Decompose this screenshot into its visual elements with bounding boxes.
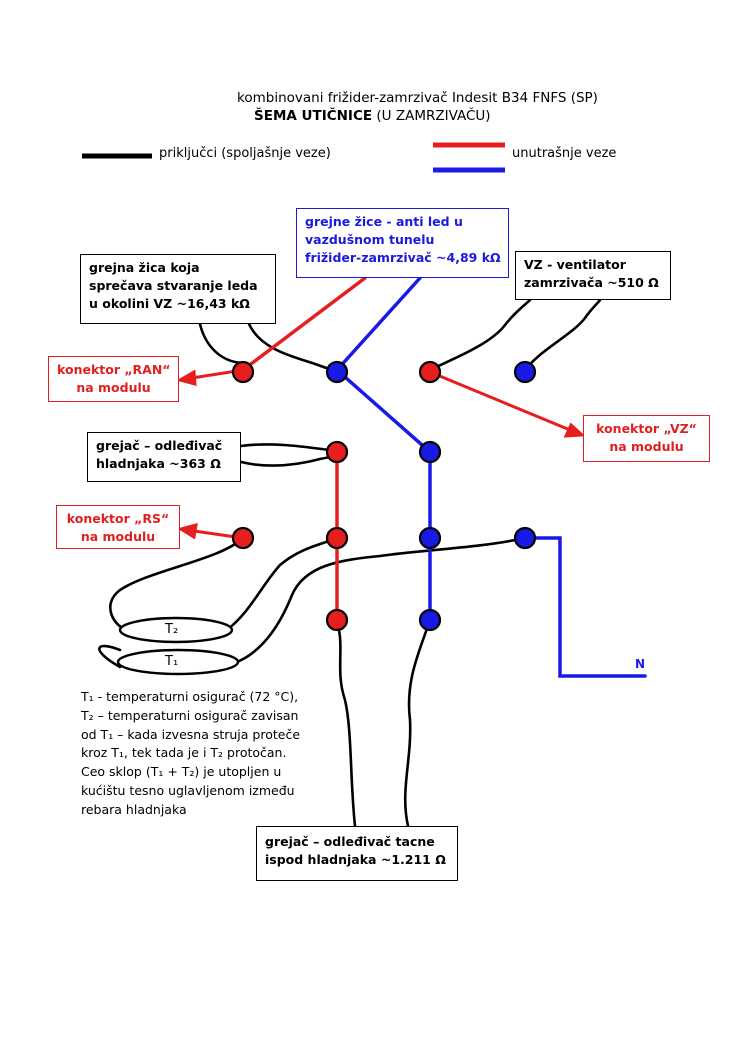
arrow-vz-head — [563, 422, 586, 438]
fuse-t2-shape — [118, 616, 234, 644]
wire-fuse-loop-3 — [235, 536, 527, 664]
box-tunnel-heater: grejne žice - anti led u vazdušnom tunel… — [296, 208, 509, 278]
box-cooler-line-2: hladnjaka ~363 Ω — [96, 456, 221, 472]
arrow-ran-head — [176, 369, 197, 386]
terminal-r3c2 — [325, 526, 349, 550]
neutral-label: N — [635, 657, 646, 671]
terminal-r1c1 — [231, 360, 255, 384]
fuse-t2-label: T₂ — [165, 622, 179, 637]
terminals — [231, 360, 537, 632]
terminal-r1c2 — [325, 360, 349, 384]
subtitle-rest: (U ZAMRZIVAČU) — [376, 108, 491, 124]
box-fan-line-1: VZ - ventilator — [524, 257, 626, 272]
diagram-subtitle: ŠEMA UTIČNICE (U ZAMRZIVAČU) — [254, 108, 491, 126]
terminal-r3c3 — [418, 526, 442, 550]
box-rs-line-2: na modulu — [80, 529, 156, 545]
wire-cooler-1 — [239, 443, 339, 453]
box-tray-line-1: grejač – odleđivač tacne — [265, 834, 435, 849]
connector-arrows — [176, 368, 586, 540]
wire-fan-2 — [523, 298, 602, 372]
wire-tray-1 — [335, 618, 357, 828]
arrow-rs-head — [177, 522, 198, 540]
blue-wire-tunnel — [335, 276, 422, 372]
fuse-note: T₁ - temperaturni osigurač (72 °C), T₂ –… — [81, 688, 300, 819]
fuse-t1-shape — [116, 648, 240, 676]
wire-anti-ice-1 — [198, 322, 245, 365]
wire-fuse-loop-2 — [226, 536, 339, 631]
box-tunnel-line-2: vazdušnom tunelu — [305, 232, 435, 248]
wire-fuse-loop-4 — [98, 644, 122, 669]
box-tray-line-2: ispod hladnjaka ~1.211 Ω — [265, 852, 446, 868]
box-connector-vz: konektor „VZ“ na modulu — [583, 415, 710, 462]
legend-external-label: priključci (spoljašnje veze) — [159, 146, 331, 161]
box-anti-ice-line-2: sprečava stvaranje leda — [89, 278, 258, 294]
diagram-title: kombinovani frižider-zamrzivač Indesit B… — [237, 90, 598, 106]
box-anti-ice-line-1: grejna žica koja — [89, 260, 200, 275]
red-wire-tunnel-to-ran — [241, 276, 367, 372]
box-tunnel-line-3: frižider-zamrzivač ~4,89 kΩ — [305, 250, 501, 266]
terminal-r1c3 — [418, 360, 442, 384]
note-line-2: T₂ – temperaturni osigurač zavisan — [81, 707, 299, 723]
box-cooler-line-1: grejač – odleđivač — [96, 438, 223, 453]
note-line-3: od T₁ – kada izvesna struja proteče — [81, 726, 301, 742]
fuse-t1-label: T₁ — [165, 654, 179, 669]
wire-fan-1 — [428, 298, 532, 372]
legend-internal-label: unutrašnje veze — [512, 146, 617, 161]
terminal-r4c2 — [325, 608, 349, 632]
box-rs-line-1: konektor „RS“ — [66, 511, 170, 526]
note-line-6: kućištu tesno uglavljenom između — [81, 782, 295, 798]
box-ran-line-2: na modulu — [76, 380, 151, 396]
wire-cooler-2 — [239, 454, 340, 467]
box-fan-line-2: zamrzivača ~510 Ω — [524, 275, 659, 291]
box-cooler-heater: grejač – odleđivač hladnjaka ~363 Ω — [87, 432, 241, 482]
note-line-7: rebara hladnjaka — [81, 801, 187, 817]
subtitle-bold: ŠEMA UTIČNICE — [254, 108, 373, 124]
terminal-r2c3 — [418, 440, 442, 464]
arrow-vz-line — [429, 370, 571, 432]
box-tunnel-line-1: grejne žice - anti led u — [305, 214, 463, 229]
external-wires — [98, 298, 602, 828]
box-connector-ran: konektor „RAN“ na modulu — [48, 356, 179, 402]
box-anti-ice-heater: grejna žica koja sprečava stvaranje leda… — [80, 254, 276, 324]
terminal-r3c1 — [231, 526, 255, 550]
box-ran-line-1: konektor „RAN“ — [57, 362, 171, 377]
note-line-5: Ceo sklop (T₁ + T₂) je utopljen u — [81, 764, 282, 779]
terminal-r3c4 — [513, 526, 537, 550]
terminal-r4c3 — [418, 608, 442, 632]
wire-fuse-loop-1 — [109, 536, 245, 632]
box-vz-line-2: na modulu — [609, 439, 684, 455]
box-connector-rs: konektor „RS“ na modulu — [56, 505, 180, 549]
terminal-r1c4 — [513, 360, 537, 384]
box-vz-line-1: konektor „VZ“ — [596, 421, 697, 436]
blue-wire-diagonal — [335, 368, 432, 454]
terminal-r2c2 — [325, 440, 349, 464]
box-tray-heater: grejač – odleđivač tacne ispod hladnjaka… — [256, 826, 458, 881]
blue-wire-neutral — [523, 536, 647, 678]
note-line-1: T₁ - temperaturni osigurač (72 °C), — [81, 689, 299, 704]
box-freezer-fan: VZ - ventilator zamrzivača ~510 Ω — [515, 251, 671, 300]
wire-tray-2 — [403, 618, 432, 828]
note-line-4: kroz T₁, tek tada je i T₂ protočan. — [81, 745, 287, 761]
box-anti-ice-line-3: u okolini VZ ~16,43 kΩ — [89, 296, 250, 312]
